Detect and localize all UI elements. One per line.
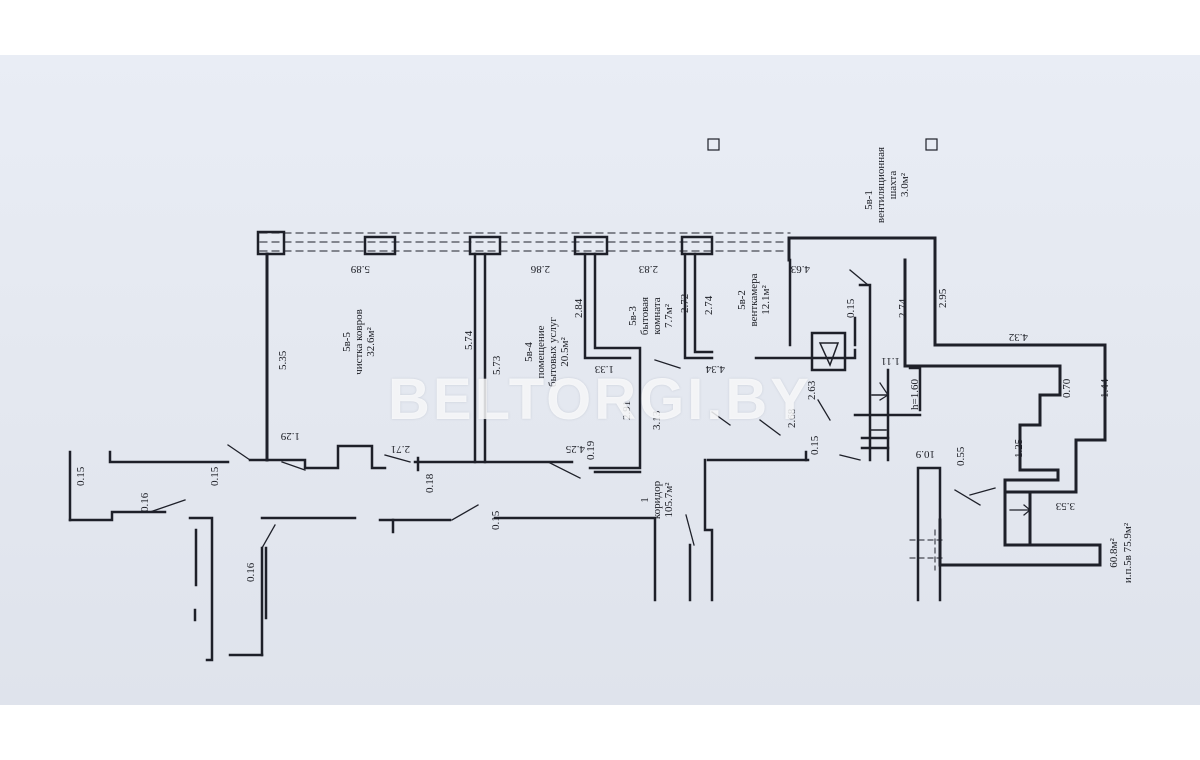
svg-text:5в-2: 5в-2	[736, 290, 748, 310]
paper-sheet	[0, 55, 1200, 705]
dim-label: 0.15	[809, 435, 821, 455]
dim-label: 2.83	[638, 263, 658, 275]
svg-text:шахта: шахта	[887, 171, 899, 200]
dim-label: 2.91	[621, 401, 633, 420]
dim-label: 0.16	[139, 492, 151, 512]
room-5v4-label: 5в-4 помещение бытовых услуг 20.5м²	[523, 317, 571, 387]
door-swings	[149, 269, 996, 549]
svg-text:вентиляционная: вентиляционная	[875, 147, 887, 223]
dim-label: 3.53	[1055, 500, 1075, 512]
dim-label: 4.34	[705, 363, 725, 375]
dim-label: 2.84	[573, 298, 585, 318]
dim-label: 0.19	[585, 440, 597, 460]
dim-label: 0.15	[209, 466, 221, 486]
dim-label: 0.70	[1061, 378, 1073, 398]
window-strip	[256, 230, 791, 256]
svg-text:бытовых услуг: бытовых услуг	[547, 317, 559, 387]
svg-text:5в-5: 5в-5	[341, 332, 353, 352]
svg-text:3.0м²: 3.0м²	[899, 172, 911, 197]
dim-label: 4.25	[565, 443, 585, 455]
svg-text:1: 1	[639, 497, 651, 503]
svg-text:комната: комната	[651, 297, 663, 334]
dim-label: 5.73	[491, 355, 503, 375]
dim-label: 10.9	[915, 448, 935, 460]
marker-square-1	[707, 138, 720, 151]
dim-label: 0.15	[75, 466, 87, 486]
dim-label: 0.15	[490, 510, 502, 530]
svg-text:105.7м²: 105.7м²	[663, 482, 675, 518]
dim-label: 0.18	[424, 473, 436, 493]
dim-label: 1.25	[1013, 438, 1025, 458]
dim-label: 1.44	[1099, 378, 1111, 398]
svg-text:5в-4: 5в-4	[523, 342, 535, 362]
corridor-walls	[68, 444, 942, 662]
dim-label: h=1.60	[909, 379, 921, 410]
svg-text:32.6м²: 32.6м²	[365, 327, 377, 357]
dim-label: 2.95	[937, 288, 949, 308]
dim-label: 2.68	[786, 408, 798, 428]
dim-label: 0.55	[955, 446, 967, 466]
dashed-openings	[909, 529, 946, 571]
dim-label: 2.72	[679, 294, 691, 313]
watermark: BELTORGI.BY	[388, 367, 812, 432]
dim-label: 3.13	[651, 410, 663, 430]
dim-label: 1.11	[881, 355, 900, 367]
dim-label: 2.63	[806, 380, 818, 400]
svg-text:коридор: коридор	[651, 480, 663, 519]
dim-label: 1.33	[594, 363, 614, 375]
svg-text:20.5м²: 20.5м²	[559, 337, 571, 367]
dim-label: 2.71	[391, 443, 410, 455]
dim-label: 0.15	[845, 298, 857, 318]
dim-label: 2.74	[703, 295, 715, 315]
svg-text:5в-3: 5в-3	[627, 306, 639, 326]
dim-label: 4.32	[1009, 331, 1028, 343]
svg-text:бытовая: бытовая	[639, 297, 651, 335]
dim-label: 4.63	[790, 263, 810, 275]
svg-text:5в-1: 5в-1	[863, 190, 875, 210]
dim-label: 2.74	[897, 298, 909, 318]
dim-label: 5.74	[463, 330, 475, 350]
svg-text:12.1м²: 12.1м²	[760, 285, 772, 315]
marker-square-2	[925, 138, 938, 151]
dim-label: 2.86	[530, 263, 550, 275]
room-5v3-label: 5в-3 бытовая комната 7.7м²	[627, 297, 675, 335]
room-5v1-label: 5в-1 вентиляционная шахта 3.0м²	[863, 147, 911, 223]
svg-text:чистка ковров: чистка ковров	[353, 309, 365, 375]
partitions	[473, 252, 922, 470]
svg-text:7.7м²: 7.7м²	[663, 303, 675, 328]
svg-text:и.п.5в 75.9м²: и.п.5в 75.9м²	[1122, 522, 1134, 583]
dim-label: 1.29	[280, 430, 300, 442]
room-5v5-label: 5в-5 чистка ковров 32.6м²	[341, 309, 377, 375]
svg-text:помещение: помещение	[535, 325, 547, 378]
dim-label: 5.35	[277, 350, 289, 370]
dim-label: 5.89	[350, 263, 370, 275]
svg-text:венткамера: венткамера	[748, 273, 760, 326]
room-5v2-label: 5в-2 венткамера 12.1м²	[736, 273, 772, 326]
totals-label: 60.8м² и.п.5в 75.9м²	[1108, 522, 1134, 583]
room-1-corridor-label: 1 коридор 105.7м²	[639, 480, 675, 519]
svg-text:60.8м²: 60.8м²	[1108, 538, 1120, 568]
dim-label: 0.16	[245, 562, 257, 582]
